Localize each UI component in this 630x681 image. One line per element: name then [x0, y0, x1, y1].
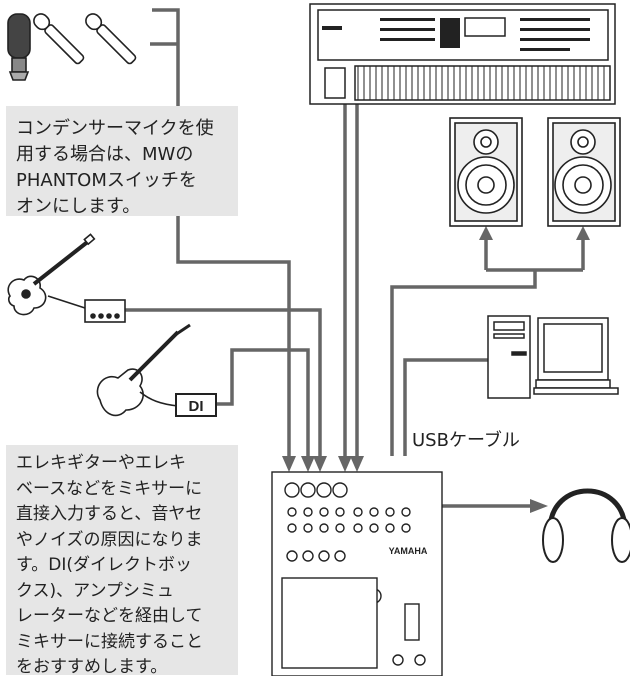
- mixer-jack: [401, 507, 411, 517]
- computer-icon: [487, 315, 619, 399]
- mixer-jack: [303, 523, 313, 533]
- acoustic-guitar-icon: [7, 233, 96, 316]
- monitor-speaker-icon: [449, 117, 621, 227]
- speaker-cable: [390, 230, 585, 456]
- mic-cable: [150, 8, 291, 456]
- mixer-xlr-input: [300, 482, 316, 498]
- mixer-knob: [318, 550, 330, 562]
- mixer-jack: [353, 523, 363, 533]
- condenser-mic-note: コンデンサーマイクを使 用する場合は、MWの PHANTOMスイッチを オンにし…: [6, 106, 238, 217]
- guitar-input-note: エレキギターやエレキ ベースなどをミキサーに 直接入力すると、音ヤセ やノイズの…: [6, 445, 238, 677]
- mixer-jack: [369, 507, 379, 517]
- mixer-jack: [303, 507, 313, 517]
- mixer-jack: [319, 523, 329, 533]
- synth-keyboard-icon: [309, 3, 616, 105]
- headphones-icon: [542, 488, 630, 563]
- arrows: [282, 226, 590, 513]
- mixer-xlr-input: [316, 482, 332, 498]
- guitar-input-note-text: エレキギターやエレキ ベースなどをミキサーに 直接入力すると、音ヤセ やノイズの…: [16, 453, 203, 677]
- di-label: DI: [189, 398, 204, 415]
- usb-cable: [403, 358, 490, 456]
- mixer-icon: YAMAHA: [271, 471, 443, 676]
- mixer-jack: [319, 507, 329, 517]
- condenser-mic-icon: [7, 13, 31, 81]
- electric-guitar-icon: [96, 323, 191, 417]
- mixer-brand-label: YAMAHA: [389, 546, 428, 556]
- mixer-jack: [385, 523, 395, 533]
- mixer-jack: [385, 507, 395, 517]
- guitar-cable: [125, 308, 322, 456]
- di-box-icon: DI: [175, 393, 217, 417]
- mixer-knob: [414, 654, 426, 666]
- mixer-jack: [401, 523, 411, 533]
- dynamic-mic-icon: [33, 13, 137, 65]
- mixer-jack: [287, 523, 297, 533]
- mixer-xlr-input: [332, 482, 348, 498]
- usb-cable-label: USBケーブル: [412, 430, 520, 451]
- mixer-knob: [302, 550, 314, 562]
- mixer-knob: [286, 550, 298, 562]
- condenser-mic-note-text: コンデンサーマイクを使 用する場合は、MWの PHANTOMスイッチを オンにし…: [16, 118, 214, 217]
- mixer-xlr-input: [284, 482, 300, 498]
- mixer-jack: [335, 523, 345, 533]
- mixer-jack: [369, 523, 379, 533]
- effects-pedal-icon: [47, 295, 126, 323]
- mixer-jack: [353, 507, 363, 517]
- mixer-knob: [334, 550, 346, 562]
- mixer-knob: [392, 654, 404, 666]
- mixer-jack: [287, 507, 297, 517]
- mixer-jack: [335, 507, 345, 517]
- di-cable: [215, 348, 310, 456]
